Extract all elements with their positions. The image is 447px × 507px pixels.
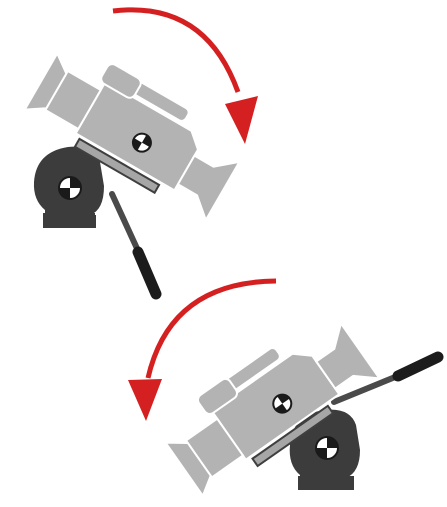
camera-top (22, 51, 242, 223)
rotation-arrow-clockwise (112, 7, 258, 144)
pan-handle-top (109, 191, 162, 300)
screw-icon-top-camera (131, 132, 152, 153)
rotation-arrow-counter-clockwise (128, 278, 277, 421)
mount-plate-top (73, 137, 161, 195)
figure-top (22, 7, 258, 300)
mount-plate-bottom (251, 404, 335, 468)
pan-handle-bottom (331, 351, 444, 405)
figure-bottom (128, 278, 444, 498)
camera-bottom (163, 321, 382, 498)
screw-icon-bottom-head (315, 436, 339, 460)
screw-icon-bottom-camera (272, 393, 293, 414)
screw-icon-top-head (58, 176, 82, 200)
